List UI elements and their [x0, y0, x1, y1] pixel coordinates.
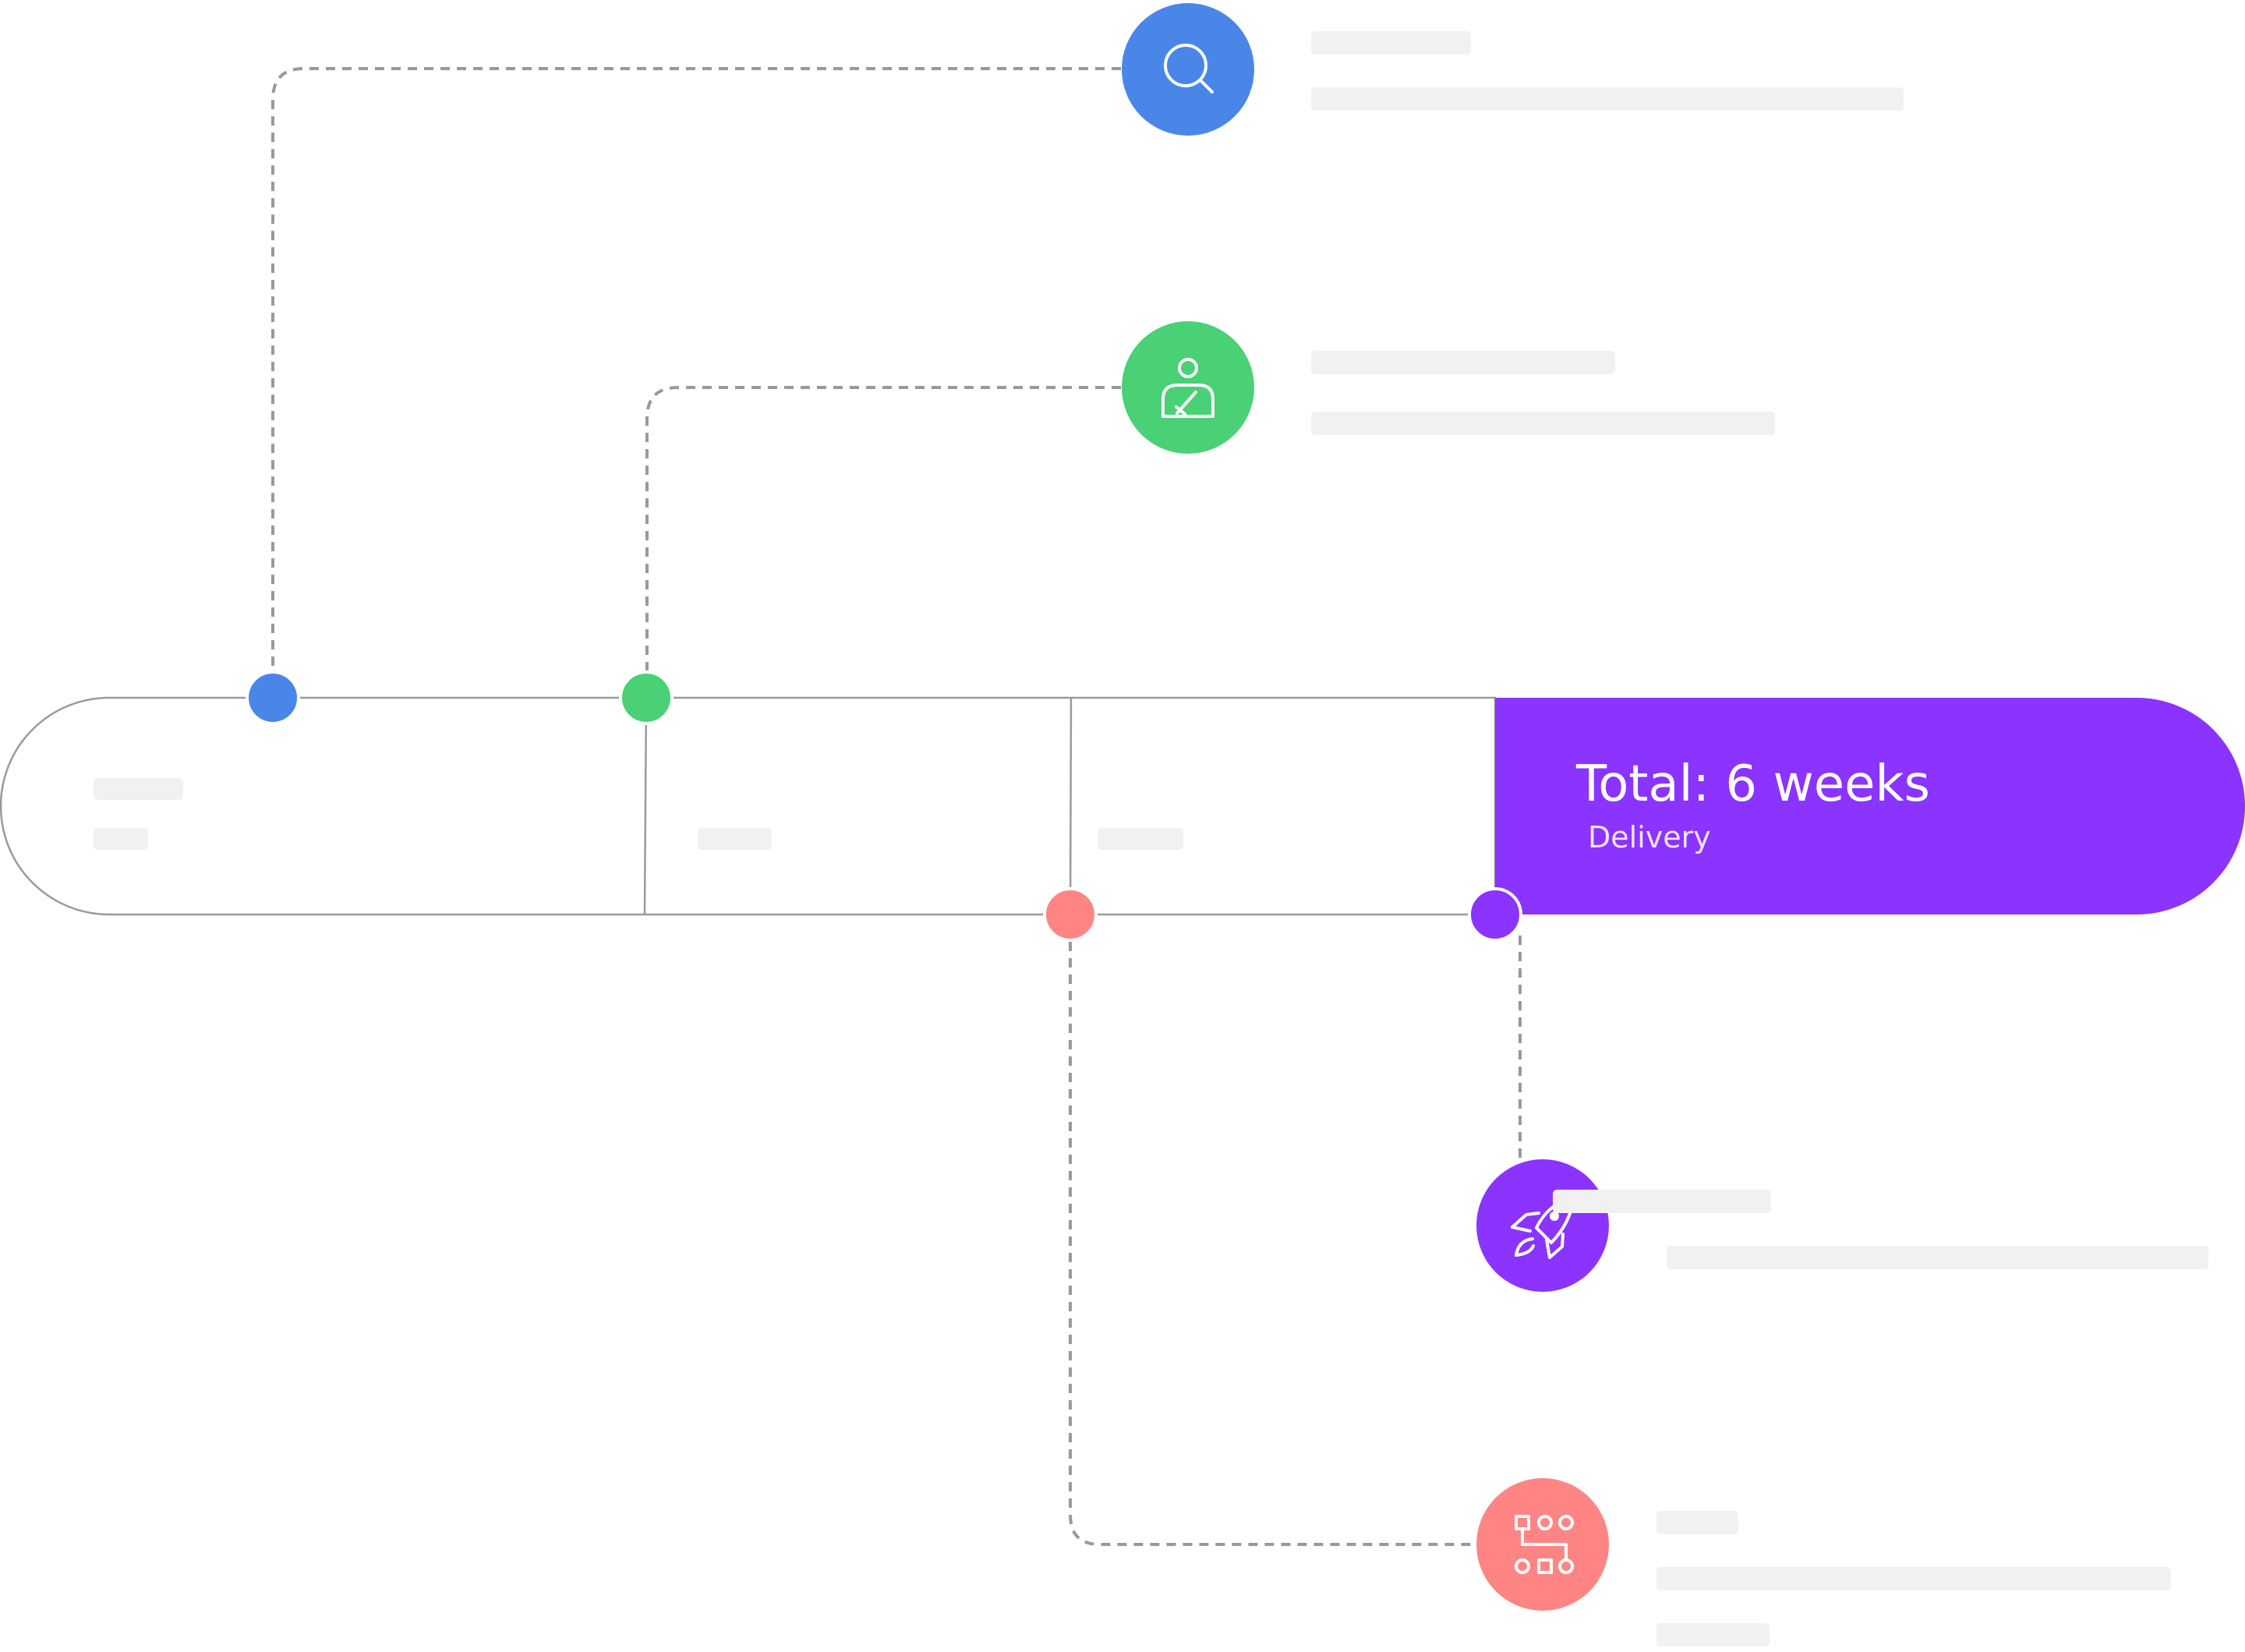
segment-divider — [643, 697, 648, 915]
segment-divider — [1069, 697, 1073, 915]
connector-design — [645, 386, 1121, 672]
milestone-icon-circle — [1122, 321, 1254, 454]
current-phase-label: Delivery — [1588, 820, 1711, 854]
milestone-dot-research[interactable] — [246, 670, 300, 725]
milestone-icon-circle — [1122, 3, 1254, 136]
workflow-icon — [1515, 1515, 1574, 1574]
milestone-icon-circle — [1476, 1159, 1609, 1292]
milestone-text-faint — [1553, 1190, 2208, 1269]
connector-research — [271, 67, 1121, 670]
milestone-text-faint — [1311, 31, 1904, 111]
person-pencil-icon — [1161, 358, 1214, 418]
connector-development — [1069, 942, 1476, 1546]
segment-label-faint — [94, 778, 1183, 850]
milestone-development[interactable] — [1476, 1478, 2171, 1647]
milestone-delivery[interactable] — [1476, 1159, 2208, 1292]
milestone-dot-development[interactable] — [1043, 887, 1098, 942]
milestone-dot-design[interactable] — [619, 670, 674, 725]
milestone-research[interactable] — [1122, 3, 1904, 136]
timeline-current-segment — [1495, 698, 2245, 914]
search-icon — [1164, 44, 1214, 94]
total-duration-label: Total: 6 weeks — [1575, 755, 1930, 813]
milestone-design[interactable] — [1122, 321, 1775, 454]
milestone-dot-delivery[interactable] — [1468, 887, 1522, 942]
milestone-text-faint — [1311, 351, 1775, 435]
timeline-bar-outline — [0, 696, 1497, 916]
milestone-text-faint — [1656, 1511, 2171, 1647]
